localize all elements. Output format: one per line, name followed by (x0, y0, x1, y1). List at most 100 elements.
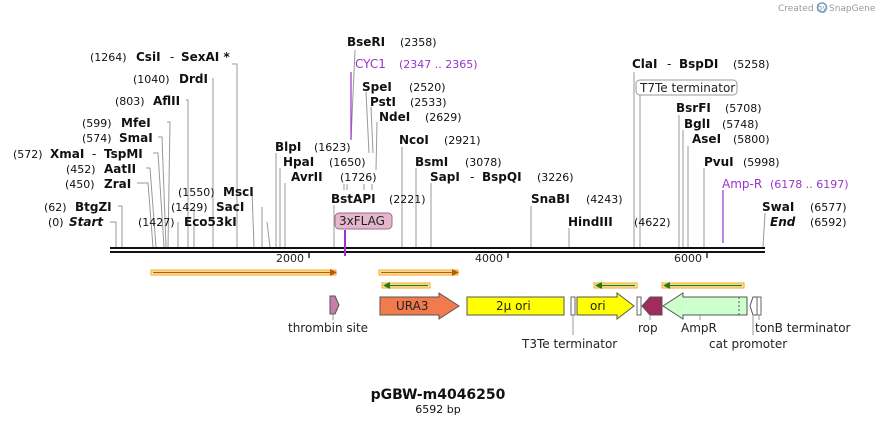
feature-amp-r-range: (6178 .. 6197) (770, 178, 849, 191)
orf-arrowhead-3 (383, 282, 390, 289)
site-pos-psti: (2533) (410, 96, 447, 109)
site-pos-mfei: (599) (82, 117, 112, 130)
site-name-psti: PstI (370, 95, 396, 109)
site-name-smai: SmaI (119, 131, 153, 145)
site-separator: - (170, 50, 174, 64)
site-labels: (0) Start (62) BtgZI (450) ZraI (452) Aa… (13, 35, 847, 229)
site-pos-1650: (1650) (329, 156, 366, 169)
site-name-snabi: SnaBI (531, 192, 570, 206)
site-pos-ndei: (2629) (425, 111, 462, 124)
site-name-start: Start (69, 215, 104, 229)
connector-aflii (186, 99, 189, 247)
site-pos-spei: (2520) (409, 81, 446, 94)
site-pos-smai: (574) (82, 132, 112, 145)
site-pos-start: (0) (48, 216, 64, 229)
site-pos-aflii: (803) (115, 95, 145, 108)
cat-promoter-label: cat promoter (709, 337, 787, 351)
site-pos-snabi: (4243) (586, 193, 623, 206)
orf-arrowhead-4 (595, 282, 602, 289)
site-pos-1427: (1427) (138, 216, 175, 229)
ura3-label: URA3 (396, 299, 428, 313)
site-name-bsrfi: BsrFI (676, 101, 711, 115)
2mu-ori-label: 2μ ori (496, 299, 531, 313)
site-name-blpi: BlpI (275, 140, 301, 154)
site-pos-sapi: (3226) (537, 171, 574, 184)
connector-aatii (146, 167, 157, 248)
site-pos-zrai: (450) (65, 178, 95, 191)
connector-zrai (137, 182, 154, 248)
site-name-zrai: ZraI (104, 177, 131, 191)
site-name-swai: SwaI (762, 200, 794, 214)
site-name-sapi: SapI (430, 170, 460, 184)
site-pos-drdi: (1040) (133, 73, 170, 86)
site-name-csii: CsiI (136, 50, 161, 64)
plasmid-length: 6592 bp (415, 403, 460, 416)
snapgene-brand: SnapGene (829, 4, 876, 14)
site-separator: - (470, 170, 474, 184)
connector-ndei (375, 121, 378, 171)
connector-eco53ki (266, 221, 271, 248)
feature-cyc1-label: CYC1 (355, 57, 386, 71)
site-extra-clai: BspDI (679, 57, 718, 71)
orf-arrowhead-1 (330, 269, 337, 276)
orf-arrowhead-2 (452, 269, 459, 276)
orf-tracks (150, 269, 745, 289)
site-pos-bseri: (2358) (400, 36, 437, 49)
plasmid-name: pGBW-m4046250 (371, 387, 506, 403)
ura3-arrow (379, 292, 460, 320)
connector-mfei (167, 121, 171, 248)
site-separator: - (92, 147, 96, 161)
site-name-aatii: AatII (104, 162, 136, 176)
feature-bars: thrombin site URA3 2μ ori T3Te terminato… (288, 291, 851, 351)
site-name-spei: SpeI (362, 80, 392, 94)
site-pos-bsrfi: (5708) (725, 102, 762, 115)
site-name-ndei: NdeI (379, 110, 410, 124)
site-name-clai: ClaI (632, 57, 657, 71)
rop-arrow (641, 296, 663, 316)
site-pos-hindiii: (4622) (634, 216, 671, 229)
ampr-label: AmpR (681, 321, 717, 335)
site-extra-sapi: BspQI (482, 170, 522, 184)
connector-bseri (350, 49, 356, 141)
site-pos-1550: (1550) (178, 186, 215, 199)
site-pos-btgzi: (62) (44, 201, 67, 214)
ori-arrow (576, 291, 635, 321)
ampr-arrow (662, 292, 748, 320)
snapgene-logo-icon (816, 2, 828, 13)
connector-btgzi (118, 205, 123, 247)
site-name-ncoi: NcoI (399, 133, 429, 147)
feature-amp-r-label: Amp-R (722, 177, 762, 191)
rop-label: rop (638, 321, 658, 335)
connector-xmai (153, 152, 165, 248)
snapgene-credit: Created by SnapGene (778, 2, 876, 14)
t3te-terminator-box (570, 296, 576, 316)
site-pos-asei: (5800) (733, 133, 770, 146)
site-name-msci: MscI (223, 185, 254, 199)
ori-label: ori (590, 299, 606, 313)
site-pos-pvui: (5998) (743, 156, 780, 169)
site-name-mfei: MfeI (121, 116, 151, 130)
connector-swai (762, 212, 766, 248)
site-name-bsmi: BsmI (415, 155, 448, 169)
purple-feature-labels: CYC1 (2347 .. 2365) Amp-R (6178 .. 6197) (355, 57, 849, 191)
site-pos-ncoi: (2921) (444, 134, 481, 147)
connector-start (110, 221, 117, 247)
site-extra-xmai: TspMI (104, 147, 143, 161)
connector-psti (370, 106, 374, 154)
site-pos-clai: (5258) (733, 58, 770, 71)
site-name-bseri: BseRI (347, 35, 385, 49)
site-pos-xmai: (572) (13, 148, 43, 161)
3xflag-box (334, 212, 393, 230)
thrombin-site-arrow (329, 295, 340, 315)
site-pos-1429: (1429) (171, 201, 208, 214)
site-name-eco53ki: Eco53kI (184, 215, 237, 229)
site-name-end: End (770, 215, 796, 229)
site-name-btgzi: BtgZI (75, 200, 112, 214)
site-name-bstapi: BstAPI (331, 192, 376, 206)
connector-csii (232, 63, 238, 247)
3xflag-feature: 3xFLAG (334, 212, 393, 230)
site-name-hindiii: HindIII (568, 215, 613, 229)
t7te-label-box (635, 79, 738, 96)
tick-label-2000: 2000 (276, 252, 304, 265)
